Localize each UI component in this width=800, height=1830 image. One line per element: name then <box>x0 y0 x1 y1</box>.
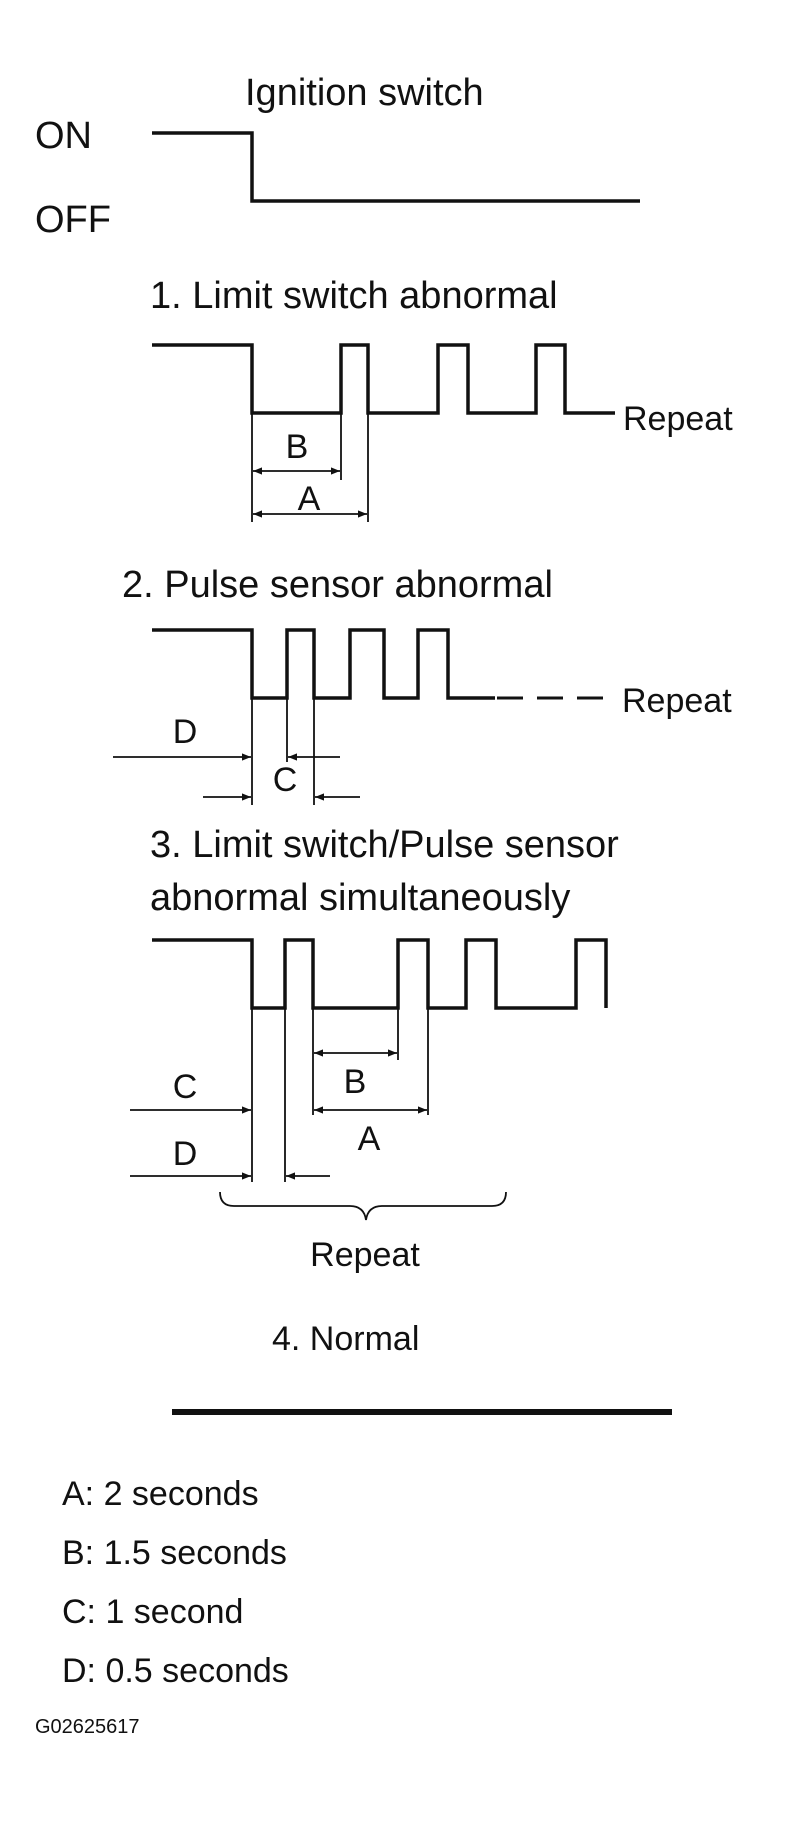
section3-dim-b-label: B <box>344 1063 367 1101</box>
legend-c: C: 1 second <box>62 1593 243 1631</box>
section3-title-line1: 3. Limit switch/Pulse sensor <box>150 824 619 866</box>
off-label: OFF <box>35 199 111 241</box>
ignition-title: Ignition switch <box>245 72 484 114</box>
on-label: ON <box>35 115 92 157</box>
section2-dim-d-label: D <box>173 713 198 751</box>
ignition-waveform <box>152 131 640 203</box>
section1-repeat-label: Repeat <box>623 400 733 438</box>
section3-repeat-brace <box>219 1191 507 1221</box>
legend-d: D: 0.5 seconds <box>62 1652 289 1690</box>
section3-repeat-label: Repeat <box>310 1236 420 1274</box>
section1-dim-a-label: A <box>298 480 321 518</box>
section1-title: 1. Limit switch abnormal <box>150 275 558 317</box>
section2-title: 2. Pulse sensor abnormal <box>122 564 553 606</box>
section2-waveform <box>152 628 495 700</box>
section3-dim-d-label: D <box>173 1135 198 1173</box>
section3-title-line2: abnormal simultaneously <box>150 877 570 919</box>
section2-dim-c-label: C <box>273 761 298 799</box>
section1-dim-b-label: B <box>286 428 309 466</box>
legend-a: A: 2 seconds <box>62 1475 259 1513</box>
section4-title: 4. Normal <box>272 1320 419 1358</box>
section3-dim-a-label: A <box>358 1120 381 1158</box>
section3-dim-c-label: C <box>173 1068 198 1106</box>
section2-repeat-label: Repeat <box>622 682 732 720</box>
section3-waveform <box>152 938 608 1010</box>
figure-id: G02625617 <box>35 1716 140 1738</box>
legend-b: B: 1.5 seconds <box>62 1534 287 1572</box>
section1-waveform <box>152 343 615 415</box>
